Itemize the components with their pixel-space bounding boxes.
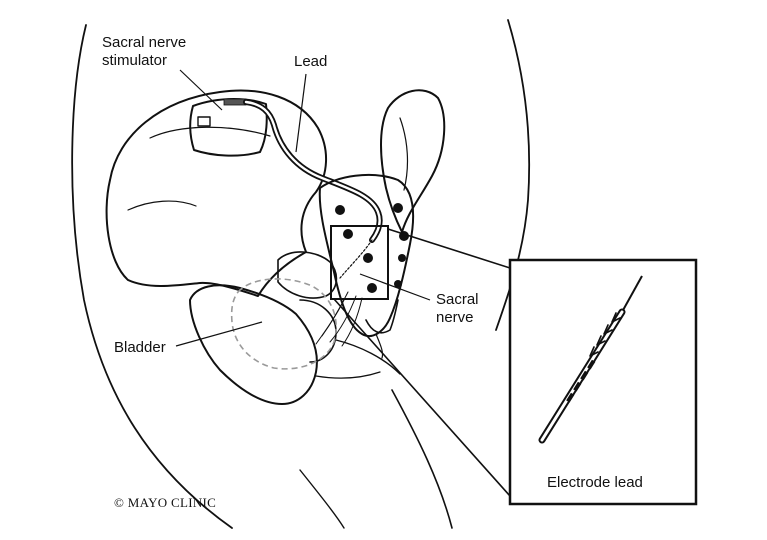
electrode-lead-drawing — [538, 275, 643, 444]
label-lead: Lead — [294, 53, 328, 70]
label-bladder: Bladder — [114, 339, 166, 356]
lead-wire — [243, 99, 383, 279]
inset-connector-top — [387, 228, 511, 269]
leader-sacral-nerve — [359, 273, 431, 301]
inset-frame — [508, 258, 698, 506]
nerve-fibers — [315, 291, 363, 347]
body-outline — [71, 19, 531, 529]
right-ilium — [380, 89, 446, 233]
leader-stimulator — [179, 69, 223, 111]
leader-bladder — [175, 321, 263, 347]
pubic-bone — [189, 251, 401, 405]
label-stimulator-line1: Sacral nerve — [102, 34, 187, 51]
label-stimulator-line2: stimulator — [102, 52, 168, 69]
bladder-outline — [230, 278, 337, 370]
label-electrode-lead: Electrode lead — [547, 474, 643, 491]
sacrum — [318, 174, 415, 359]
copyright-notice: © MAYO CLINIC — [114, 495, 217, 510]
leader-lead — [295, 73, 307, 153]
inset-connector-bottom — [333, 298, 511, 497]
left-ilium — [105, 89, 328, 297]
zoom-box — [330, 225, 389, 300]
label-sacral-nerve-line1: Sacral — [436, 291, 479, 308]
label-sacral-nerve-line2: nerve — [436, 309, 474, 326]
